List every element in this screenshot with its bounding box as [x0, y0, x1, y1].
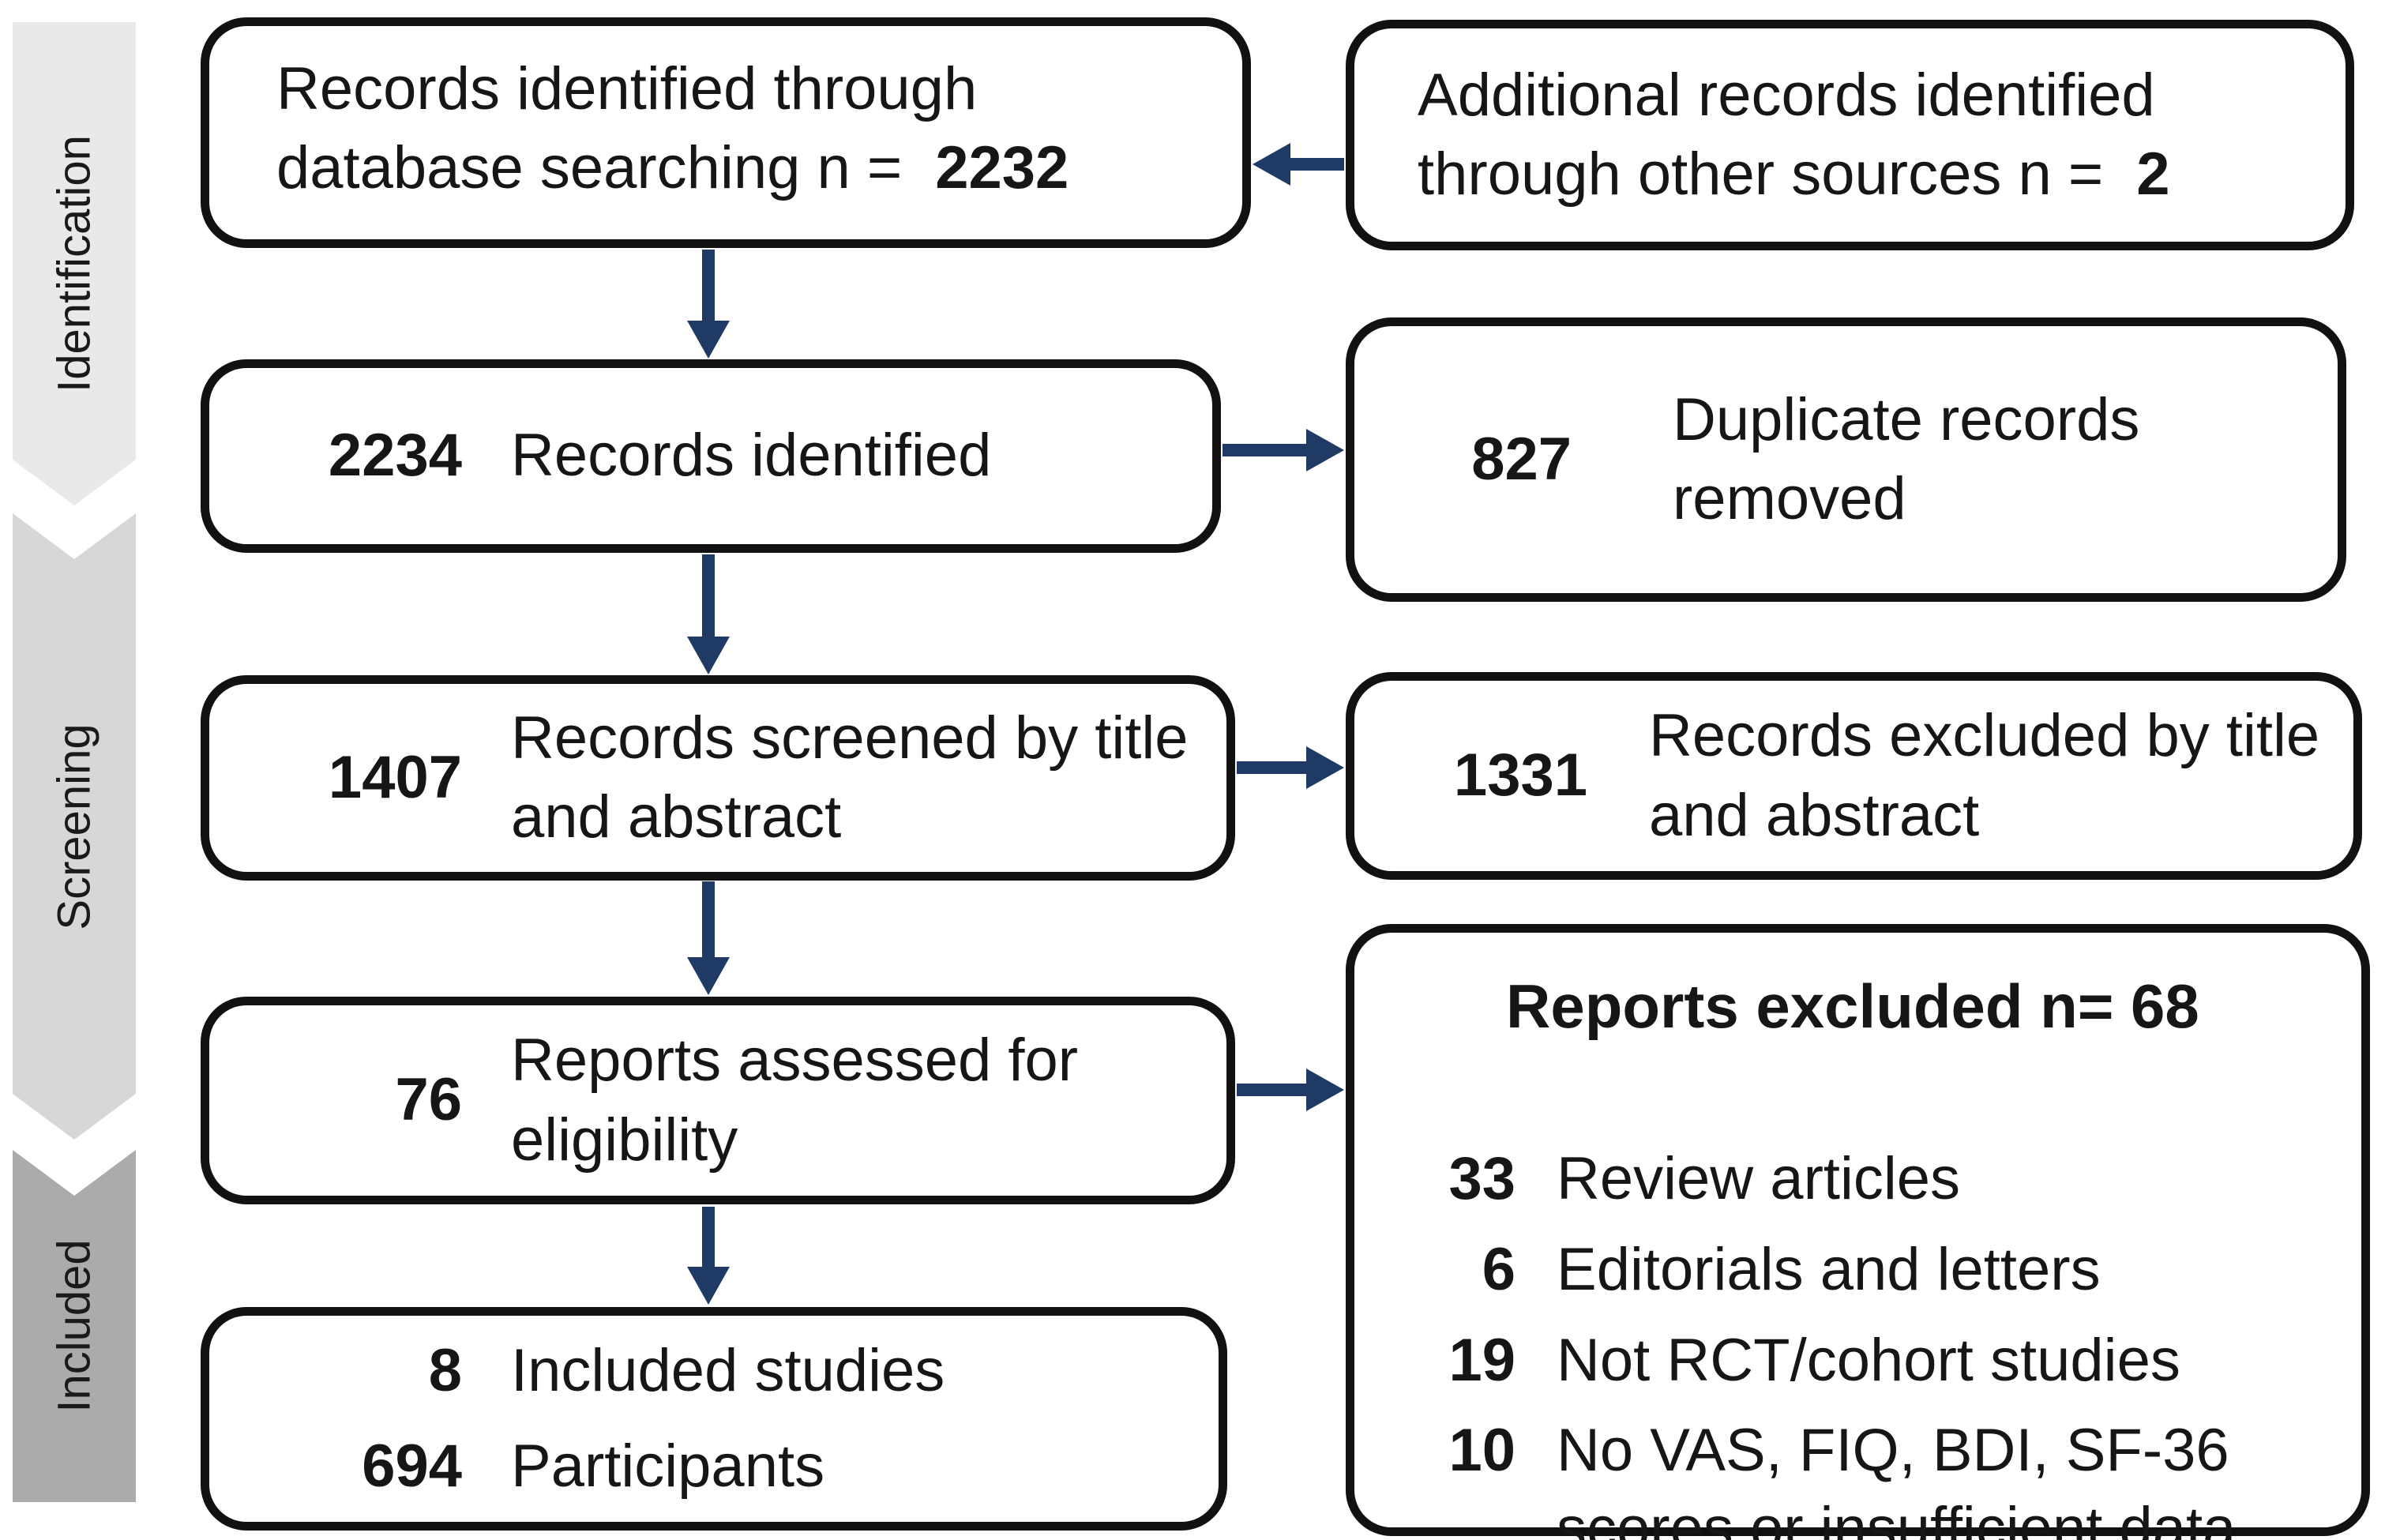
box-records-screened: 1407 Records screened by title and abstr… — [201, 675, 1235, 881]
excluded-item-editorials: 6 Editorials and letters — [1395, 1231, 2320, 1309]
box-reports-excluded: Reports excluded n= 68 33 Review article… — [1346, 924, 2370, 1540]
box-records-excluded: 1331 Records excluded by title and abstr… — [1346, 672, 2362, 880]
arrow-records-to-screened — [687, 554, 730, 674]
excluded-no-scores-count: 10 — [1448, 1417, 1516, 1485]
included-studies-label: Included studies — [511, 1337, 945, 1405]
participants-label: Participants — [511, 1432, 825, 1500]
additional-records-count: 2 — [2136, 141, 2170, 208]
excluded-editorials-count: 6 — [1482, 1235, 1516, 1303]
stage-banner-included: Included — [13, 1150, 136, 1502]
records-identified-database-phrase: Records identified through database sear… — [276, 55, 978, 202]
arrow-assessed-to-reports-excluded — [1237, 1069, 1344, 1111]
stage-label-identification: Identification — [48, 135, 100, 393]
arrow-head-down-icon — [687, 1267, 730, 1305]
reports-excluded-title: Reports excluded n= 68 — [1506, 971, 2199, 1041]
reports-assessed-label: Reports assessed for eligibility — [511, 1027, 1079, 1174]
box-records-identified-database-text: Records identified through database sear… — [209, 26, 1242, 208]
additional-records-phrase: Additional records identified through ot… — [1418, 61, 2155, 208]
arrow-records-to-duplicates — [1223, 429, 1344, 471]
records-identified-count: 2234 — [328, 422, 462, 490]
participants-count: 694 — [362, 1432, 462, 1500]
excluded-not-rct-count: 19 — [1448, 1326, 1516, 1394]
excluded-item-review-articles: 33 Review articles — [1395, 1140, 2320, 1219]
arrow-identified-to-records — [687, 250, 730, 359]
box-records-identified-database: Records identified through database sear… — [201, 17, 1251, 248]
records-screened-count: 1407 — [328, 743, 462, 811]
included-studies-row: 8 Included studies — [276, 1332, 1187, 1410]
stage-banner-identification: Identification — [13, 22, 136, 505]
records-identified-label: Records identified — [511, 422, 992, 490]
arrow-head-right-icon — [1306, 429, 1344, 471]
arrow-assessed-to-included — [687, 1207, 730, 1305]
box-reports-assessed: 76 Reports assessed for eligibility — [201, 997, 1235, 1204]
box-records-identified: 2234 Records identified — [201, 359, 1221, 553]
excluded-review-articles-count: 33 — [1448, 1144, 1516, 1212]
records-excluded-count: 1331 — [1453, 742, 1587, 809]
box-included-studies: 8 Included studies 694 Participants — [201, 1307, 1227, 1531]
duplicates-removed-count: 827 — [1471, 425, 1572, 493]
reports-assessed-count: 76 — [395, 1066, 462, 1134]
excluded-not-rct-label: Not RCT/cohort studies — [1557, 1326, 2180, 1394]
arrow-head-right-icon — [1306, 1069, 1344, 1111]
stage-label-screening: Screening — [48, 723, 100, 930]
duplicates-removed-label: Duplicate records removed — [1673, 385, 2140, 532]
records-identified-database-count: 2232 — [935, 134, 1069, 202]
arrow-head-left-icon — [1253, 143, 1290, 186]
excluded-no-scores-label: No VAS, FIQ, BDI, SF-36 scores or insuff… — [1557, 1417, 2237, 1540]
participants-row: 694 Participants — [276, 1427, 1187, 1506]
stage-banner-screening: Screening — [13, 513, 136, 1140]
arrow-head-right-icon — [1306, 746, 1344, 789]
arrow-head-down-icon — [687, 957, 730, 995]
stage-label-included: Included — [48, 1239, 100, 1413]
arrow-head-down-icon — [687, 637, 730, 674]
excluded-editorials-label: Editorials and letters — [1557, 1235, 2101, 1303]
records-screened-label: Records screened by title and abstract — [511, 704, 1189, 851]
arrow-additional-to-identified — [1253, 143, 1344, 186]
arrow-screened-to-assessed — [687, 881, 730, 995]
excluded-review-articles-label: Review articles — [1557, 1144, 1961, 1212]
box-additional-records-text: Additional records identified through ot… — [1354, 28, 2346, 242]
excluded-item-no-scores: 10 No VAS, FIQ, BDI, SF-36 scores or ins… — [1395, 1412, 2320, 1540]
records-excluded-label: Records excluded by title and abstract — [1649, 702, 2320, 849]
excluded-item-not-rct: 19 Not RCT/cohort studies — [1395, 1322, 2320, 1400]
box-additional-records: Additional records identified through ot… — [1346, 20, 2354, 250]
box-duplicates-removed: 827 Duplicate records removed — [1346, 317, 2346, 602]
arrow-screened-to-excluded — [1237, 746, 1344, 789]
arrow-head-down-icon — [687, 321, 730, 359]
included-studies-count: 8 — [428, 1337, 462, 1405]
